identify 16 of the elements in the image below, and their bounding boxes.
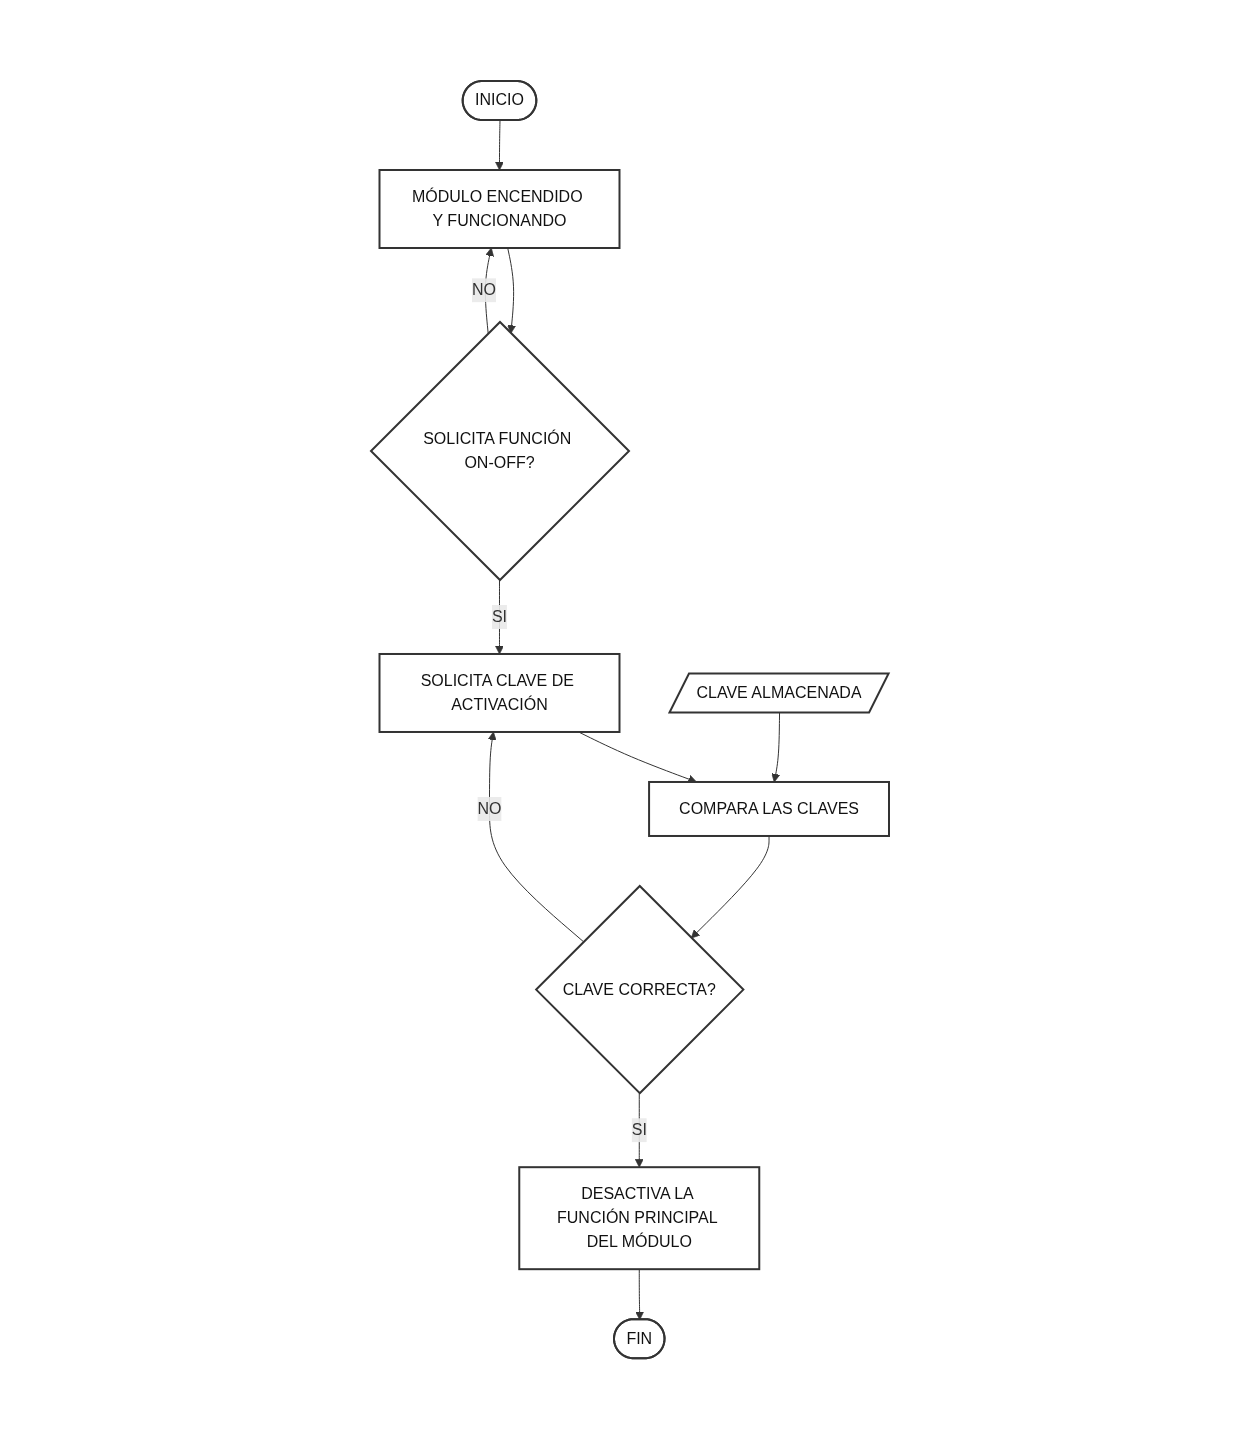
arrow — [770, 712, 780, 783]
edge-label: SI — [631, 1121, 647, 1139]
node-diamond: SOLICITA FUNCIÓN ON-OFF? — [369, 321, 630, 582]
arrow — [494, 120, 504, 171]
edge-label: NO — [471, 281, 496, 299]
node-box: COMPARA LAS CLAVES — [647, 781, 890, 838]
arrow — [487, 732, 584, 943]
edge-label: SI — [491, 608, 507, 626]
node-diamond: CLAVE CORRECTA? — [534, 884, 745, 1095]
node-box: SOLICITA CLAVE DE ACTIVACIÓN — [378, 653, 620, 734]
arrow — [634, 1269, 644, 1321]
arrow — [634, 1093, 644, 1168]
arrow — [690, 835, 770, 939]
node-box: MÓDULO ENCENDIDO Y FUNCIONANDO — [378, 169, 620, 250]
edge-label: NO — [477, 800, 501, 818]
node-box: DESACTIVA LA FUNCIÓN PRINCIPAL DEL MÓDULO — [517, 1166, 760, 1271]
